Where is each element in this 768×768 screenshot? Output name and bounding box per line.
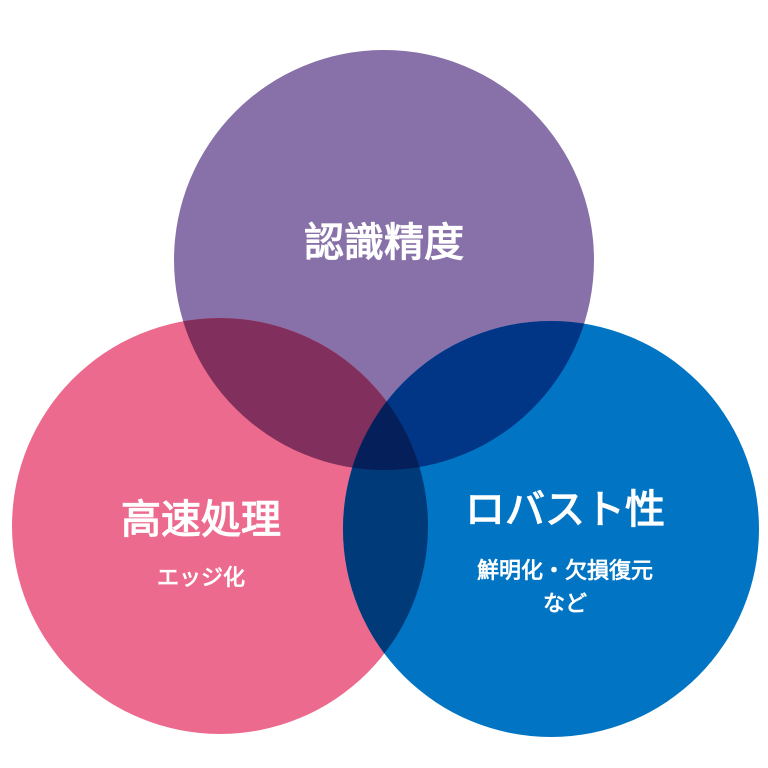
right-circle-subtitle-line1: 鮮明化・欠損復元	[477, 558, 653, 584]
left-circle-subtitle: エッジ化	[157, 565, 245, 591]
top-circle-title: 認識精度	[304, 220, 464, 266]
right-circle-subtitle-line2: など	[543, 592, 587, 617]
overlap-top-left	[174, 318, 428, 470]
overlap-top-right	[343, 321, 594, 470]
left-circle-title: 高速処理	[121, 497, 281, 543]
right-circle-title: ロバスト性	[465, 487, 665, 533]
